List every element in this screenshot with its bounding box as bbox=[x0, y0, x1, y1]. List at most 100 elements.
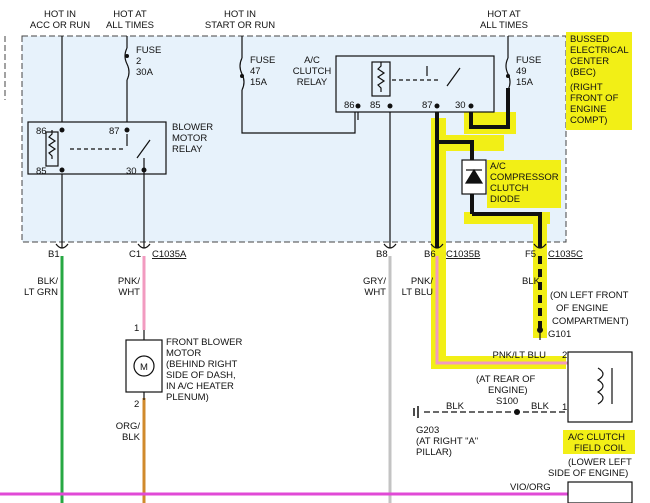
fuse-dot bbox=[506, 74, 510, 78]
source-hot-all-2b: ALL TIMES bbox=[480, 20, 528, 31]
bec-note-7: ENGINE bbox=[570, 104, 606, 115]
wire-label-blk-s100-left: BLK bbox=[446, 401, 465, 412]
s100-name: S100 bbox=[496, 396, 518, 407]
g101-name: G101 bbox=[548, 329, 571, 340]
bec-note-highlight bbox=[566, 32, 632, 130]
coil-pin-2: 2 bbox=[562, 350, 567, 361]
conn-c1035b: C1035B bbox=[446, 249, 480, 260]
blower-relay-label-1: BLOWER bbox=[172, 122, 213, 133]
coil-label-highlight bbox=[563, 430, 635, 454]
conn-f5: F5 bbox=[525, 249, 536, 260]
connector-b1 bbox=[55, 243, 69, 249]
pin-dot bbox=[355, 103, 361, 109]
conn-c1035a: C1035A bbox=[152, 249, 187, 260]
lower-component-box bbox=[567, 481, 633, 503]
wire-label-pnkblu-2: LT BLU bbox=[402, 287, 433, 298]
bec-note-8: COMPT) bbox=[570, 115, 607, 126]
g203-note-1: (AT RIGHT "A" bbox=[416, 436, 478, 447]
fuse2-number: 2 bbox=[136, 56, 141, 67]
harness-wires bbox=[0, 256, 568, 503]
conn-b1: B1 bbox=[48, 249, 60, 260]
blower-pin-85: 85 bbox=[36, 166, 47, 177]
diode-symbol bbox=[464, 168, 484, 184]
ac-relay-label-2: CLUTCH bbox=[293, 66, 332, 77]
s100-note-2: ENGINE) bbox=[488, 385, 528, 396]
bec-note-3: CENTER bbox=[570, 56, 609, 67]
bec-note-5: (RIGHT bbox=[570, 82, 603, 93]
blower-pin-86: 86 bbox=[36, 126, 47, 137]
motor-pin-1: 1 bbox=[134, 323, 139, 334]
bec-note-6: FRONT OF bbox=[570, 93, 619, 104]
blower-motor-symbol bbox=[133, 355, 155, 377]
wire-label-gry-1: GRY/ bbox=[363, 276, 386, 287]
diode-label-highlight bbox=[487, 160, 561, 208]
wire-label-blk-2: LT GRN bbox=[24, 287, 58, 298]
ac-pin-30: 30 bbox=[455, 100, 466, 111]
g101-note-2: OF ENGINE bbox=[556, 303, 608, 314]
connector-b8 bbox=[383, 243, 397, 249]
fuse47-out bbox=[241, 90, 262, 134]
g203-note-2: PILLAR) bbox=[416, 447, 452, 458]
bec-note-1: BUSSED bbox=[570, 34, 609, 45]
ac-pin-86: 86 bbox=[344, 100, 355, 111]
wire-pnk-ltblu bbox=[435, 256, 568, 365]
connector-f5 bbox=[533, 243, 547, 249]
fuse47-label: FUSE bbox=[250, 55, 275, 66]
diode-to-f5 bbox=[472, 212, 542, 248]
g101-note-3: COMPARTMENT) bbox=[552, 316, 629, 327]
source-hot-all-1b: ALL TIMES bbox=[106, 20, 154, 31]
fuse-dot bbox=[125, 54, 129, 58]
motor-label-2: MOTOR bbox=[166, 348, 201, 359]
labels: HOT IN ACC OR RUN HOT AT ALL TIMES HOT I… bbox=[24, 9, 632, 493]
fuse49-label: FUSE bbox=[516, 55, 541, 66]
fuse47-number: 47 bbox=[250, 66, 261, 77]
diode-label-4: DIODE bbox=[490, 194, 520, 205]
source-acc-run-2: ACC OR RUN bbox=[30, 20, 90, 31]
pin-dot bbox=[124, 127, 130, 133]
fuse2-label: FUSE bbox=[136, 45, 161, 56]
coil-pin-1: 1 bbox=[562, 402, 567, 413]
connector-marks bbox=[55, 243, 547, 249]
wire-label-org-2: BLK bbox=[122, 432, 141, 443]
g101-note-1: (ON LEFT FRONT bbox=[550, 290, 629, 301]
ac-relay-label-1: A/C bbox=[304, 55, 320, 66]
wire-label-org-1: ORG/ bbox=[116, 421, 141, 432]
conn-b6: B6 bbox=[424, 249, 436, 260]
conn-c1035c: C1035C bbox=[548, 249, 583, 260]
bec-circuits bbox=[27, 36, 511, 248]
fuse49-to-pin30 bbox=[469, 88, 510, 129]
fuse-dot bbox=[240, 74, 244, 78]
coil-label-2: FIELD COIL bbox=[574, 443, 626, 454]
pin-dot bbox=[141, 167, 147, 173]
wire-label-blk-1: BLK/ bbox=[37, 276, 58, 287]
motor-label-4: SIDE OF DASH, bbox=[166, 370, 236, 381]
ac-switch-arm bbox=[446, 67, 461, 87]
blower-coil-winding bbox=[47, 130, 57, 159]
fuse47-rating: 15A bbox=[250, 77, 268, 88]
wire-label-pnkblu-1: PNK/ bbox=[411, 276, 434, 287]
clutch-coil-box bbox=[567, 351, 633, 423]
ac-relay-box bbox=[335, 55, 495, 113]
pin-dot bbox=[387, 103, 393, 109]
wire-label-blk-f5: BLK bbox=[522, 276, 541, 287]
blower-relay-box bbox=[27, 121, 167, 175]
bec-note-4: (BEC) bbox=[570, 67, 596, 78]
ac-coil-winding bbox=[376, 62, 386, 92]
fuse49-rating: 15A bbox=[516, 77, 534, 88]
motor-pin-2: 2 bbox=[134, 399, 139, 410]
blower-pin-87: 87 bbox=[109, 126, 120, 137]
source-hot-all-1a: HOT AT bbox=[113, 9, 147, 20]
s100-note-1: (AT REAR OF bbox=[476, 374, 535, 385]
pin-dot bbox=[59, 167, 65, 173]
source-hot-all-2a: HOT AT bbox=[487, 9, 521, 20]
ac-pin-85: 85 bbox=[370, 100, 381, 111]
f5-wire-highlight bbox=[533, 218, 547, 338]
blower-pin-30: 30 bbox=[126, 166, 137, 177]
conn-b8: B8 bbox=[376, 249, 388, 260]
pin-dot bbox=[468, 103, 474, 109]
connector-b6 bbox=[430, 243, 444, 249]
clutch-coil-winding bbox=[596, 367, 604, 405]
motor-label-6: PLENUM) bbox=[166, 392, 209, 403]
blower-relay-label-2: MOTOR bbox=[172, 133, 207, 144]
